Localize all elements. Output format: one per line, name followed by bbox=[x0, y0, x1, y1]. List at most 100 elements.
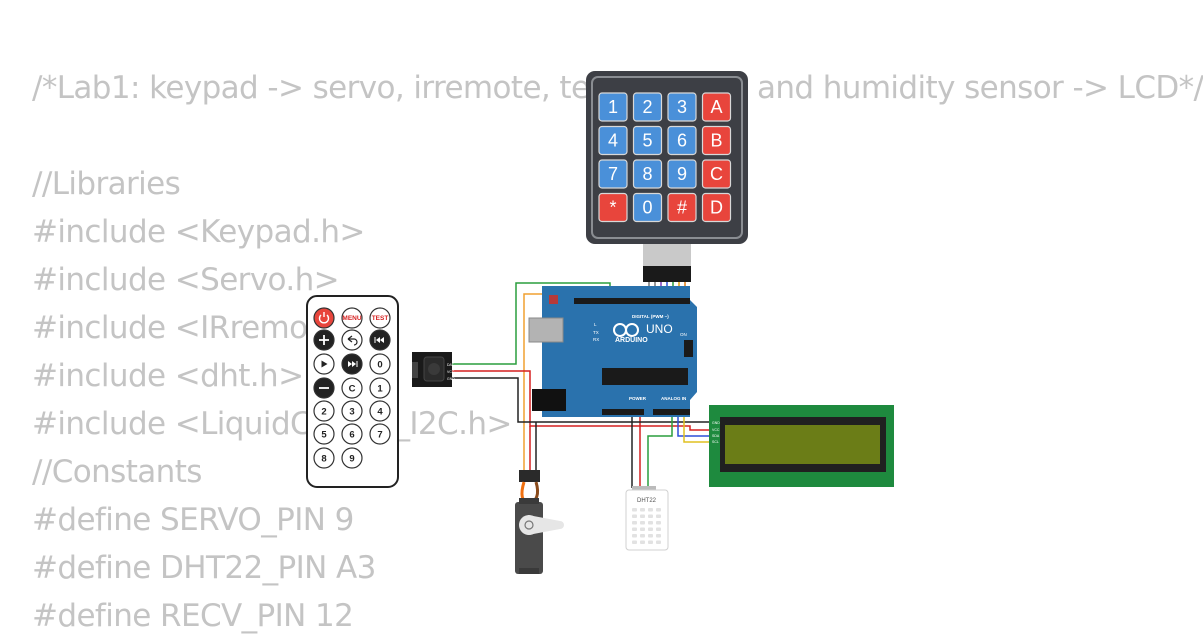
arduino-analog-label: ANALOG IN bbox=[661, 396, 686, 401]
play-icon bbox=[321, 360, 328, 368]
keypad-key[interactable]: 7 bbox=[598, 159, 628, 189]
arduino-power-header bbox=[602, 409, 644, 415]
remote-button[interactable] bbox=[341, 329, 363, 351]
lcd-pin-label-scl: SCL bbox=[712, 440, 719, 444]
keypad-key-face bbox=[598, 125, 628, 156]
keypad-key-label: * bbox=[609, 198, 616, 218]
remote-button[interactable] bbox=[341, 353, 363, 375]
dht22-vent bbox=[648, 521, 653, 525]
dht22-vent bbox=[656, 540, 661, 544]
remote-button[interactable] bbox=[313, 329, 335, 351]
keypad-key-face bbox=[667, 125, 697, 156]
keypad-key[interactable]: 1 bbox=[598, 92, 628, 122]
keypad-key-label: # bbox=[677, 198, 687, 218]
keypad-key[interactable]: 5 bbox=[632, 125, 663, 156]
dht22-vent bbox=[632, 540, 637, 544]
remote-button-label: 7 bbox=[377, 430, 382, 441]
remote-button[interactable] bbox=[313, 353, 335, 375]
remote-button-face bbox=[341, 329, 363, 351]
keypad-key-face bbox=[598, 192, 628, 223]
remote-button-label: 8 bbox=[321, 454, 326, 465]
keypad-key[interactable]: * bbox=[598, 192, 628, 223]
dht22-vent bbox=[656, 527, 661, 531]
code-line: #include <Servo.h> bbox=[32, 262, 340, 298]
keypad-key[interactable]: D bbox=[701, 192, 732, 223]
keypad-key-label: D bbox=[710, 198, 723, 218]
arduino-uno[interactable]: ARDUINO UNO DIGITAL (PWM ~) POWER ANALOG… bbox=[528, 286, 697, 417]
remote-button[interactable]: 8 bbox=[313, 447, 335, 469]
remote-button[interactable]: 1 bbox=[369, 377, 391, 399]
remote-button-face bbox=[369, 423, 391, 445]
code-line: //Constants bbox=[32, 454, 202, 490]
code-line: #define SERVO_PIN 9 bbox=[32, 502, 354, 538]
keypad-key[interactable]: A bbox=[701, 92, 732, 122]
remote-button-label: 4 bbox=[377, 407, 383, 418]
keypad-key-face bbox=[632, 125, 663, 156]
arduino-reset-button bbox=[549, 295, 558, 304]
keypad-key[interactable]: 2 bbox=[632, 92, 663, 122]
remote-button[interactable]: C bbox=[341, 377, 363, 399]
remote-button[interactable] bbox=[313, 377, 335, 399]
keypad-key[interactable]: 6 bbox=[667, 125, 697, 156]
remote-button[interactable]: 4 bbox=[369, 400, 391, 422]
remote-button-label: 2 bbox=[321, 407, 326, 418]
keypad-key[interactable]: C bbox=[701, 159, 732, 189]
lcd-pin-label-sda: SDA bbox=[712, 434, 720, 438]
wire-lcd-vcc bbox=[640, 425, 712, 431]
remote-button-face bbox=[369, 377, 391, 399]
remote-button[interactable]: 3 bbox=[341, 400, 363, 422]
dht22-grille bbox=[632, 508, 661, 544]
keypad-key[interactable]: 0 bbox=[632, 192, 663, 223]
remote-button[interactable]: 2 bbox=[313, 400, 335, 422]
dht22-vent bbox=[632, 521, 637, 525]
arduino-rx-label: RX bbox=[593, 337, 599, 342]
keypad-key[interactable]: 8 bbox=[632, 159, 663, 189]
arduino-logo-icon bbox=[613, 323, 639, 337]
code-line: #include <dht.h> bbox=[32, 358, 304, 394]
arduino-l-label: L bbox=[594, 322, 597, 327]
remote-button[interactable]: 9 bbox=[341, 447, 363, 469]
remote-button[interactable]: 6 bbox=[341, 423, 363, 445]
remote-button-label: C bbox=[349, 384, 356, 395]
keypad-key[interactable]: 9 bbox=[667, 159, 697, 189]
keypad-key[interactable]: 3 bbox=[667, 92, 697, 122]
remote-button[interactable] bbox=[313, 307, 335, 329]
servo-connector bbox=[519, 470, 540, 482]
remote-button-face bbox=[341, 423, 363, 445]
keypad-key[interactable]: # bbox=[667, 192, 697, 223]
arduino-model: UNO bbox=[646, 322, 673, 336]
remote-button[interactable] bbox=[369, 329, 391, 351]
lcd-screen bbox=[725, 425, 880, 464]
remote-button-face bbox=[369, 353, 391, 375]
arduino-analog-header bbox=[653, 409, 690, 415]
remote-button-label: 9 bbox=[349, 454, 354, 465]
keypad-key-label: C bbox=[710, 164, 723, 184]
remote-button[interactable]: 0 bbox=[369, 353, 391, 375]
dht22-vent bbox=[640, 521, 645, 525]
arduino-on-label: ON bbox=[680, 332, 687, 337]
remote-button[interactable]: 5 bbox=[313, 423, 335, 445]
remote-button-label: 1 bbox=[377, 384, 383, 395]
arduino-digital-label: DIGITAL (PWM ~) bbox=[632, 314, 669, 319]
dht22-vent bbox=[632, 508, 637, 512]
keypad-key[interactable]: B bbox=[701, 125, 732, 156]
dht22-vent bbox=[632, 514, 637, 518]
keypad-key-face bbox=[667, 159, 697, 189]
keypad-key[interactable]: 4 bbox=[598, 125, 628, 156]
remote-button[interactable]: TEST bbox=[369, 307, 391, 329]
dht22-vent bbox=[632, 527, 637, 531]
keypad-key-label: 9 bbox=[677, 164, 687, 184]
code-line: //Libraries bbox=[32, 166, 181, 202]
code-line: #define DHT22_PIN A3 bbox=[32, 550, 376, 586]
remote-button[interactable]: 7 bbox=[369, 423, 391, 445]
keypad-key-label: 1 bbox=[608, 97, 618, 117]
remote-button-face bbox=[341, 307, 363, 329]
remote-button[interactable]: MENU bbox=[341, 307, 363, 329]
remote-button-face bbox=[341, 377, 363, 399]
plus-icon bbox=[319, 335, 329, 345]
remote-button-label: 3 bbox=[349, 407, 354, 418]
